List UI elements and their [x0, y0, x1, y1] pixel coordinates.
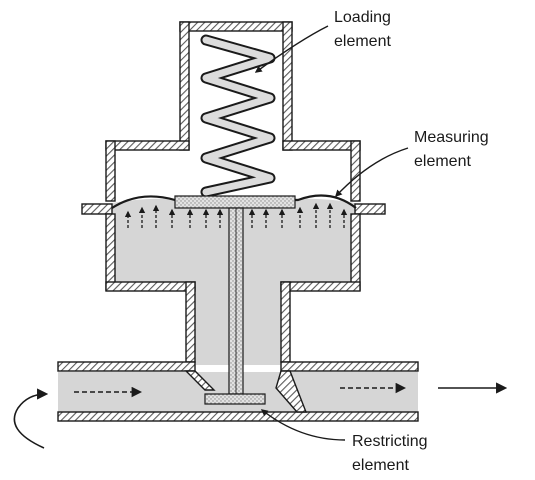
valve-stem [228, 207, 244, 395]
spring-housing [105, 21, 361, 202]
restricting-leader [260, 409, 346, 441]
labels: Loading element Measuring element Restri… [334, 9, 489, 474]
valve-disc-restricting-element [204, 393, 266, 405]
label-loading-line1: Loading [334, 9, 391, 26]
label-loading-line2: element [334, 33, 391, 50]
spring-loading-element [200, 34, 276, 198]
label-measuring-line1: Measuring [414, 129, 489, 146]
curved-arrow-icon [13, 388, 49, 449]
label-restricting-line2: element [352, 457, 409, 474]
flow-arrows [13, 382, 508, 449]
pipe [57, 361, 419, 422]
loading-leader [254, 25, 329, 73]
diaphragm-plate [174, 195, 296, 209]
pressure-arrows [124, 202, 348, 228]
leader-lines [254, 25, 409, 441]
label-restricting-line1: Restricting [352, 433, 428, 450]
measuring-leader [335, 147, 409, 198]
label-measuring-line2: element [414, 153, 471, 170]
flange-clamp [81, 203, 386, 215]
